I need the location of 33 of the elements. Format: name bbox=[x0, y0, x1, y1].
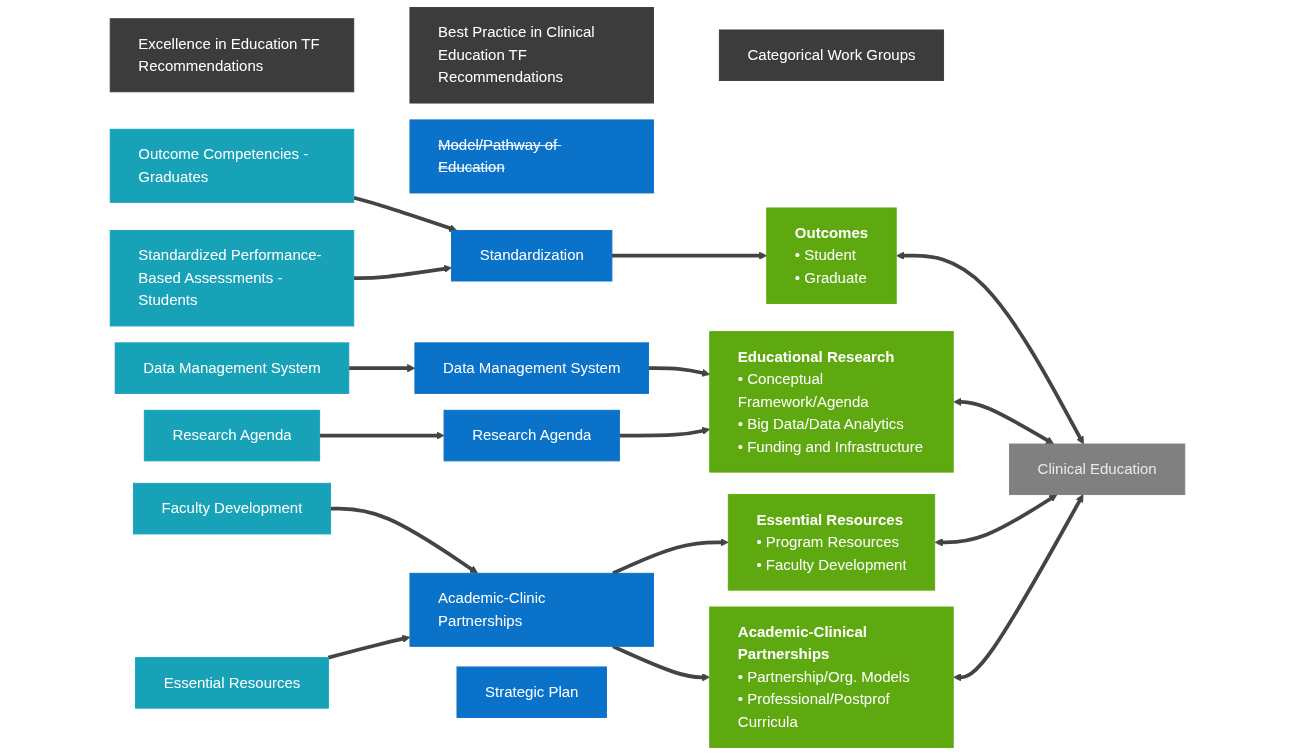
node-box: Outcomes • Student • Graduate bbox=[766, 207, 897, 304]
arrow bbox=[619, 426, 711, 438]
arrow bbox=[327, 634, 411, 660]
node-box: Essential Resources • Program Resources • Faculty Development bbox=[727, 494, 936, 591]
node-box: Data Management System bbox=[114, 342, 350, 394]
arrow bbox=[648, 366, 711, 377]
arrow bbox=[953, 397, 1055, 445]
arrow bbox=[953, 494, 1084, 682]
arrow bbox=[611, 251, 768, 260]
arrow bbox=[612, 538, 729, 575]
node-box: Standardized Performance-Based Assessments - Students bbox=[109, 229, 355, 327]
node-box: Strategic Plan bbox=[456, 666, 607, 718]
arrow bbox=[319, 431, 445, 440]
node-box: Standardization bbox=[451, 229, 613, 282]
arrow bbox=[353, 195, 458, 232]
node-box: Data Management System bbox=[414, 342, 649, 394]
node-box: Best Practice in Clinical Education TF Recommendations bbox=[409, 7, 654, 104]
arrow bbox=[348, 364, 416, 373]
node-box: Categorical Work Groups bbox=[718, 29, 945, 82]
node-box: Academic-Clinical Partnerships • Partnership/Org. Models • Professional/Postprof Curricula bbox=[709, 606, 954, 748]
arrow bbox=[330, 506, 478, 574]
node-box: Faculty Development bbox=[133, 482, 331, 535]
node-box: Research Agenda bbox=[443, 409, 620, 462]
node-box: Outcome Competencies - Graduates bbox=[109, 128, 355, 203]
node-box: Educational Research • Conceptual Framework/Agenda • Big Data/Data Analytics • Funding and Infrastructure bbox=[709, 331, 954, 473]
node-box: Essential Resources bbox=[135, 657, 329, 709]
node-box: Academic-Clinic Partnerships bbox=[409, 572, 654, 647]
node-box: Excellence in Education TF Recommendations bbox=[109, 18, 355, 93]
node-box: Clinical Education bbox=[1009, 443, 1186, 496]
arrow bbox=[896, 251, 1084, 445]
node-box: Research Agenda bbox=[143, 409, 321, 462]
arrow bbox=[353, 264, 452, 281]
arrow bbox=[934, 494, 1058, 547]
